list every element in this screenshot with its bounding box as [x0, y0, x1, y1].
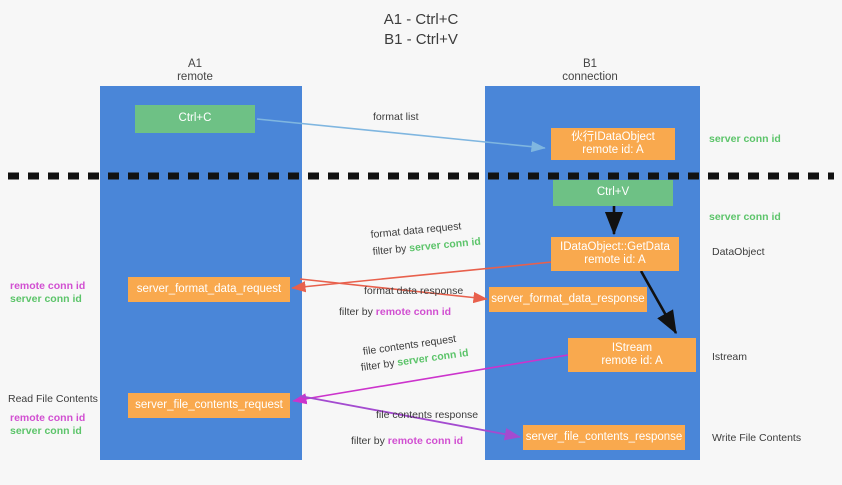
- annotation-server-conn-id-top: server conn id: [709, 133, 781, 145]
- annotation-write-file-contents: Write File Contents: [712, 432, 802, 444]
- box-ctrl-c[interactable]: Ctrl+C: [135, 105, 255, 133]
- lane-heading-b1: B1 connection: [562, 58, 618, 83]
- box-server-file-contents-request[interactable]: server_file_contents_request: [128, 393, 290, 418]
- annotation-server-conn-id-mid: server conn id: [709, 211, 781, 223]
- annotation-istream: Istream: [712, 351, 748, 363]
- filter-prefix: filter by: [360, 356, 399, 374]
- label-format-data-response: format data response: [364, 285, 464, 297]
- box-server-format-data-response[interactable]: server_format_data_response: [489, 287, 647, 312]
- label-format-data-response-filter: filter by remote conn id: [339, 305, 451, 319]
- box-idataobject[interactable]: 伙行IDataObject remote id: A: [551, 128, 675, 160]
- box-server-format-data-request[interactable]: server_format_data_request: [128, 277, 290, 302]
- filter-prefix: filter by: [339, 306, 376, 318]
- box-server-file-contents-response[interactable]: server_file_contents_response: [523, 425, 685, 450]
- box-istream[interactable]: IStream remote id: A: [568, 338, 696, 372]
- box-idataobject-getdata[interactable]: IDataObject::GetData remote id: A: [551, 237, 679, 271]
- label-file-contents-response-filter: filter by remote conn id: [351, 434, 463, 448]
- annotation-server-conn-id-upper: server conn id: [10, 293, 82, 305]
- annotation-remote-conn-id-upper: remote conn id: [10, 280, 86, 292]
- annotation-dataobject: DataObject: [712, 246, 765, 258]
- lane-heading-a1: A1 remote: [177, 58, 213, 83]
- label-file-contents-response: file contents response: [376, 409, 479, 421]
- filter-prefix: filter by: [351, 435, 388, 447]
- label-format-list: format list: [373, 111, 419, 123]
- annotation-remote-conn-id-lower: remote conn id: [10, 412, 86, 424]
- page-title: A1 - Ctrl+C B1 - Ctrl+V: [383, 11, 459, 48]
- filter-key-remote-conn-id: remote conn id: [387, 435, 464, 447]
- filter-key-server-conn-id: server conn id: [408, 235, 482, 255]
- filter-prefix: filter by: [372, 242, 410, 258]
- filter-key-remote-conn-id: remote conn id: [375, 306, 452, 318]
- box-ctrl-v[interactable]: Ctrl+V: [553, 180, 673, 206]
- annotation-server-conn-id-lower: server conn id: [10, 425, 82, 437]
- annotation-read-file-contents: Read File Contents: [8, 393, 98, 405]
